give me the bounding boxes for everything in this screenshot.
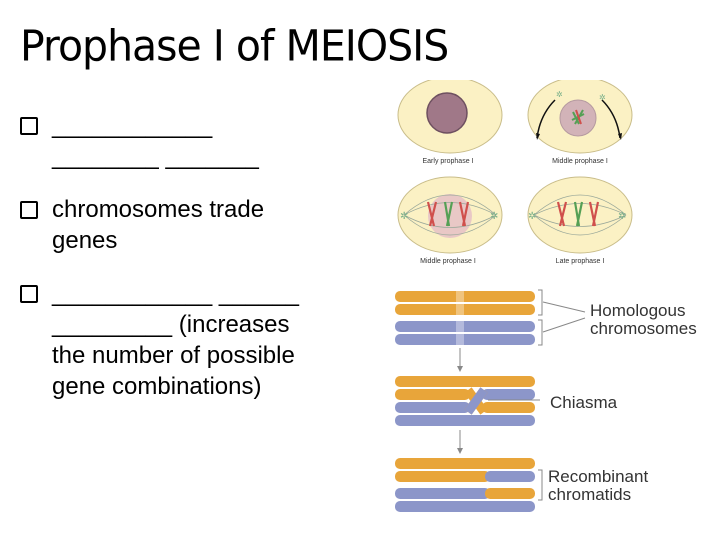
cell-early-prophase: Early prophase I <box>397 80 503 165</box>
checkbox-bullet-icon <box>20 201 38 219</box>
bullet-list: ____________ ________ _______ chromosome… <box>20 110 380 424</box>
svg-text:✲: ✲ <box>556 90 563 99</box>
bullet-line: ________ _______ <box>52 143 259 170</box>
checkbox-bullet-icon <box>20 285 38 303</box>
bullet-item: ____________ ________ _______ <box>20 110 380 172</box>
homologous-label-line2: chromosomes <box>590 319 697 338</box>
svg-text:✲: ✲ <box>400 211 408 222</box>
svg-text:✲: ✲ <box>490 211 498 222</box>
svg-text:✲: ✲ <box>528 211 536 222</box>
cell-middle-prophase-a: ✲ ✲ Middle prophase I <box>527 80 633 165</box>
bullet-item: ____________ ______ _________ (increases… <box>20 278 380 402</box>
meiosis-figure: Early prophase I ✲ ✲ Middle prophase I ✲… <box>395 80 697 512</box>
homologous-label: Homologous <box>590 301 685 320</box>
cell-label: Late prophase I <box>556 258 605 265</box>
cell-label: Middle prophase I <box>420 258 476 265</box>
cell-label: Middle prophase I <box>552 158 608 165</box>
chiasma-pair <box>395 376 540 426</box>
cell-label: Early prophase I <box>423 158 474 165</box>
page-title: Prophase I of MEIOSIS <box>20 20 449 72</box>
recombinant-pair <box>395 458 543 512</box>
bullet-line: gene combinations) <box>52 373 262 400</box>
cell-middle-prophase-b: ✲ ✲ Middle prophase I <box>397 176 503 265</box>
bullet-line: genes <box>52 227 118 254</box>
bullet-line: ____________ ______ <box>52 280 299 307</box>
recombinant-label: Recombinant <box>548 467 648 486</box>
homologous-pair <box>395 289 586 346</box>
bullet-line: chromosomes trade <box>52 196 265 223</box>
bullet-line: _________ (increases <box>52 311 290 338</box>
bullet-line: the number of possible <box>52 342 295 369</box>
svg-text:✲: ✲ <box>599 93 606 102</box>
bullet-line: ____________ <box>52 112 213 139</box>
chiasma-label: Chiasma <box>550 393 618 412</box>
svg-text:✲: ✲ <box>618 211 626 222</box>
recombinant-label-line2: chromatids <box>548 485 631 504</box>
bullet-item: chromosomes trade genes <box>20 194 380 256</box>
checkbox-bullet-icon <box>20 117 38 135</box>
cell-late-prophase: ✲ ✲ Late prophase I <box>527 176 633 265</box>
